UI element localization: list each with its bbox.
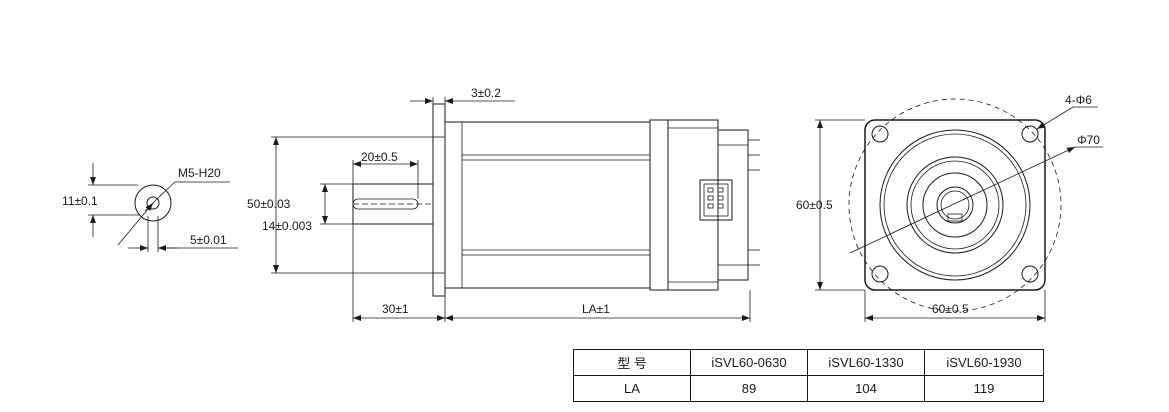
table-cell: 89 <box>690 375 808 402</box>
table-header-cell: iSVL60-1330 <box>807 349 925 376</box>
shaft-diameter-label: 14±0.003 <box>262 219 312 233</box>
motor-front-view <box>815 98 1103 322</box>
flange-thickness-label: 3±0.2 <box>471 86 501 100</box>
table-row: LA 89 104 119 <box>573 375 1044 402</box>
shaft-length-label: 30±1 <box>382 302 409 316</box>
thread-label: M5-H20 <box>178 166 221 180</box>
table-header-cell: iSVL60-0630 <box>690 349 808 376</box>
model-spec-table: 型 号 iSVL60-0630 iSVL60-1330 iSVL60-1930 … <box>573 349 1044 402</box>
table-header-cell: 型 号 <box>573 349 691 376</box>
shaft-flat-height-label: 11±0.1 <box>62 194 98 208</box>
table-cell: LA <box>573 375 691 402</box>
body-length-label: LA±1 <box>582 302 610 316</box>
key-width-label: 5±0.01 <box>190 233 227 247</box>
table-cell: 119 <box>924 375 1044 402</box>
table-header-cell: iSVL60-1930 <box>924 349 1044 376</box>
shaft-length-key-label: 20±0.5 <box>361 150 398 164</box>
motor-side-view <box>271 97 760 322</box>
mount-holes-label: 4-Φ6 <box>1065 93 1092 107</box>
bolt-circle-label: Φ70 <box>1077 133 1100 147</box>
flange-width-label: 60±0.5 <box>932 302 969 316</box>
table-header-row: 型 号 iSVL60-0630 iSVL60-1330 iSVL60-1930 <box>573 349 1044 376</box>
flange-height-label: 60±0.5 <box>796 198 833 212</box>
pilot-diameter-label: 50±0.03 <box>247 197 291 211</box>
table-cell: 104 <box>807 375 925 402</box>
shaft-end-view <box>88 163 238 252</box>
